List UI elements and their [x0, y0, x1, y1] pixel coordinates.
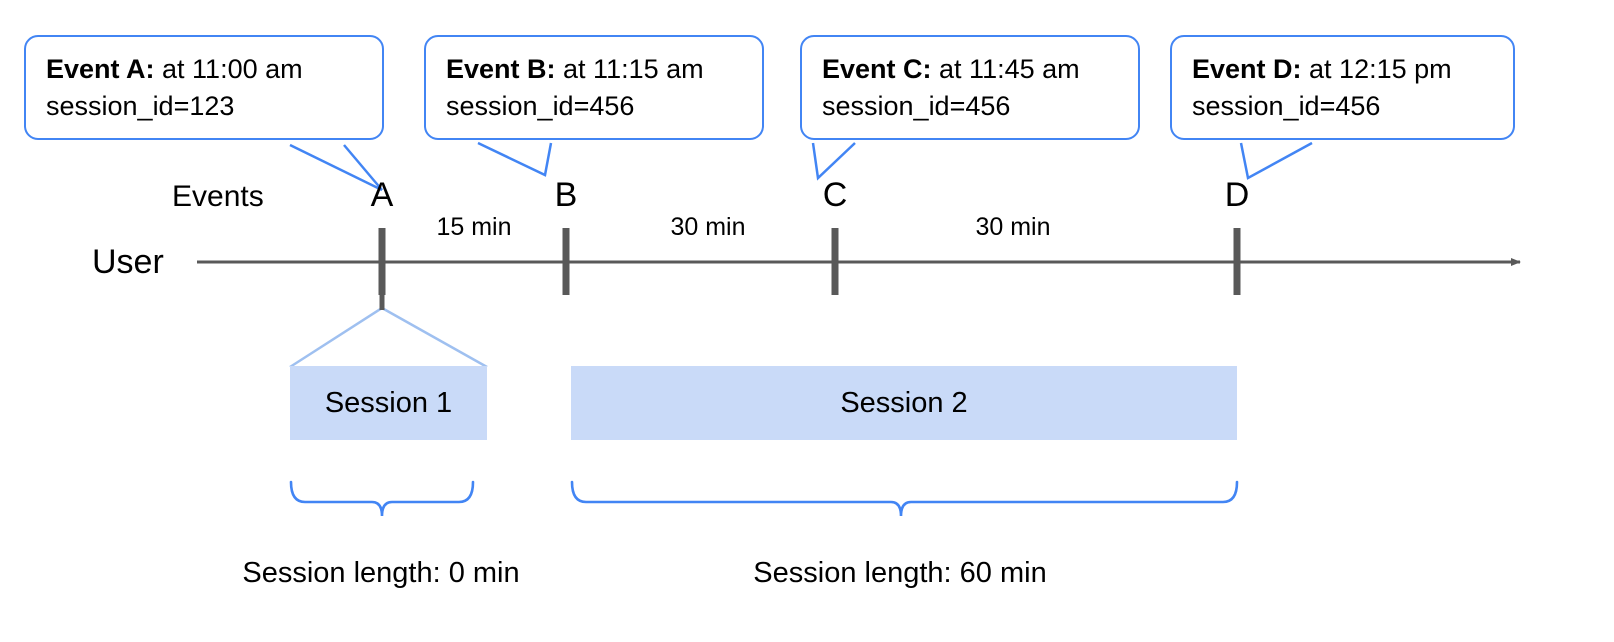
callout-c-tail [811, 142, 856, 181]
gap-label-b-c: 30 min [670, 213, 746, 241]
callout-event-d-lead: Event D: [1192, 54, 1302, 84]
event-letter-d: D [1224, 176, 1250, 214]
session1-funnel [289, 306, 488, 369]
callout-event-d-session: session_id=456 [1192, 91, 1381, 122]
callout-event-a-session: session_id=123 [46, 91, 235, 122]
callout-d-tail [1239, 141, 1313, 180]
callout-event-a-lead: Event A: [46, 54, 155, 84]
session-bar-2-label: Session 2 [840, 386, 968, 419]
event-letter-c: C [822, 176, 848, 214]
callout-a-tail [289, 143, 383, 192]
callout-event-a[interactable]: Event A: at 11:00 am session_id=123 [24, 35, 384, 140]
session-bar-1[interactable]: Session 1 [290, 366, 487, 440]
session-bar-2[interactable]: Session 2 [571, 366, 1237, 440]
callout-event-b-lead: Event B: [446, 54, 556, 84]
event-letter-b: B [554, 176, 578, 214]
gap-label-a-b: 15 min [436, 213, 512, 241]
callout-event-b[interactable]: Event B: at 11:15 am session_id=456 [424, 35, 764, 140]
callout-event-c-lead: Event C: [822, 54, 932, 84]
event-letter-a: A [370, 176, 394, 214]
callout-event-d-time: at 12:15 pm [1301, 54, 1452, 84]
callout-b-tail [477, 141, 553, 177]
session1-brace [289, 480, 475, 517]
session-length-2: Session length: 60 min [753, 557, 1047, 589]
gap-label-c-d: 30 min [975, 213, 1051, 241]
callout-event-a-time: at 11:00 am [154, 54, 303, 84]
session-length-1: Session length: 0 min [242, 557, 520, 589]
callout-event-b-time: at 11:15 am [555, 54, 704, 84]
callout-event-b-session: session_id=456 [446, 91, 635, 122]
callout-event-d[interactable]: Event D: at 12:15 pm session_id=456 [1170, 35, 1515, 140]
row-label-events: Events [172, 180, 264, 213]
callout-event-c-session: session_id=456 [822, 91, 1011, 122]
callout-event-c-time: at 11:45 am [931, 54, 1080, 84]
callout-event-c[interactable]: Event C: at 11:45 am session_id=456 [800, 35, 1140, 140]
session2-brace [570, 480, 1239, 517]
session-bar-1-label: Session 1 [324, 386, 453, 419]
row-label-user: User [92, 243, 164, 281]
